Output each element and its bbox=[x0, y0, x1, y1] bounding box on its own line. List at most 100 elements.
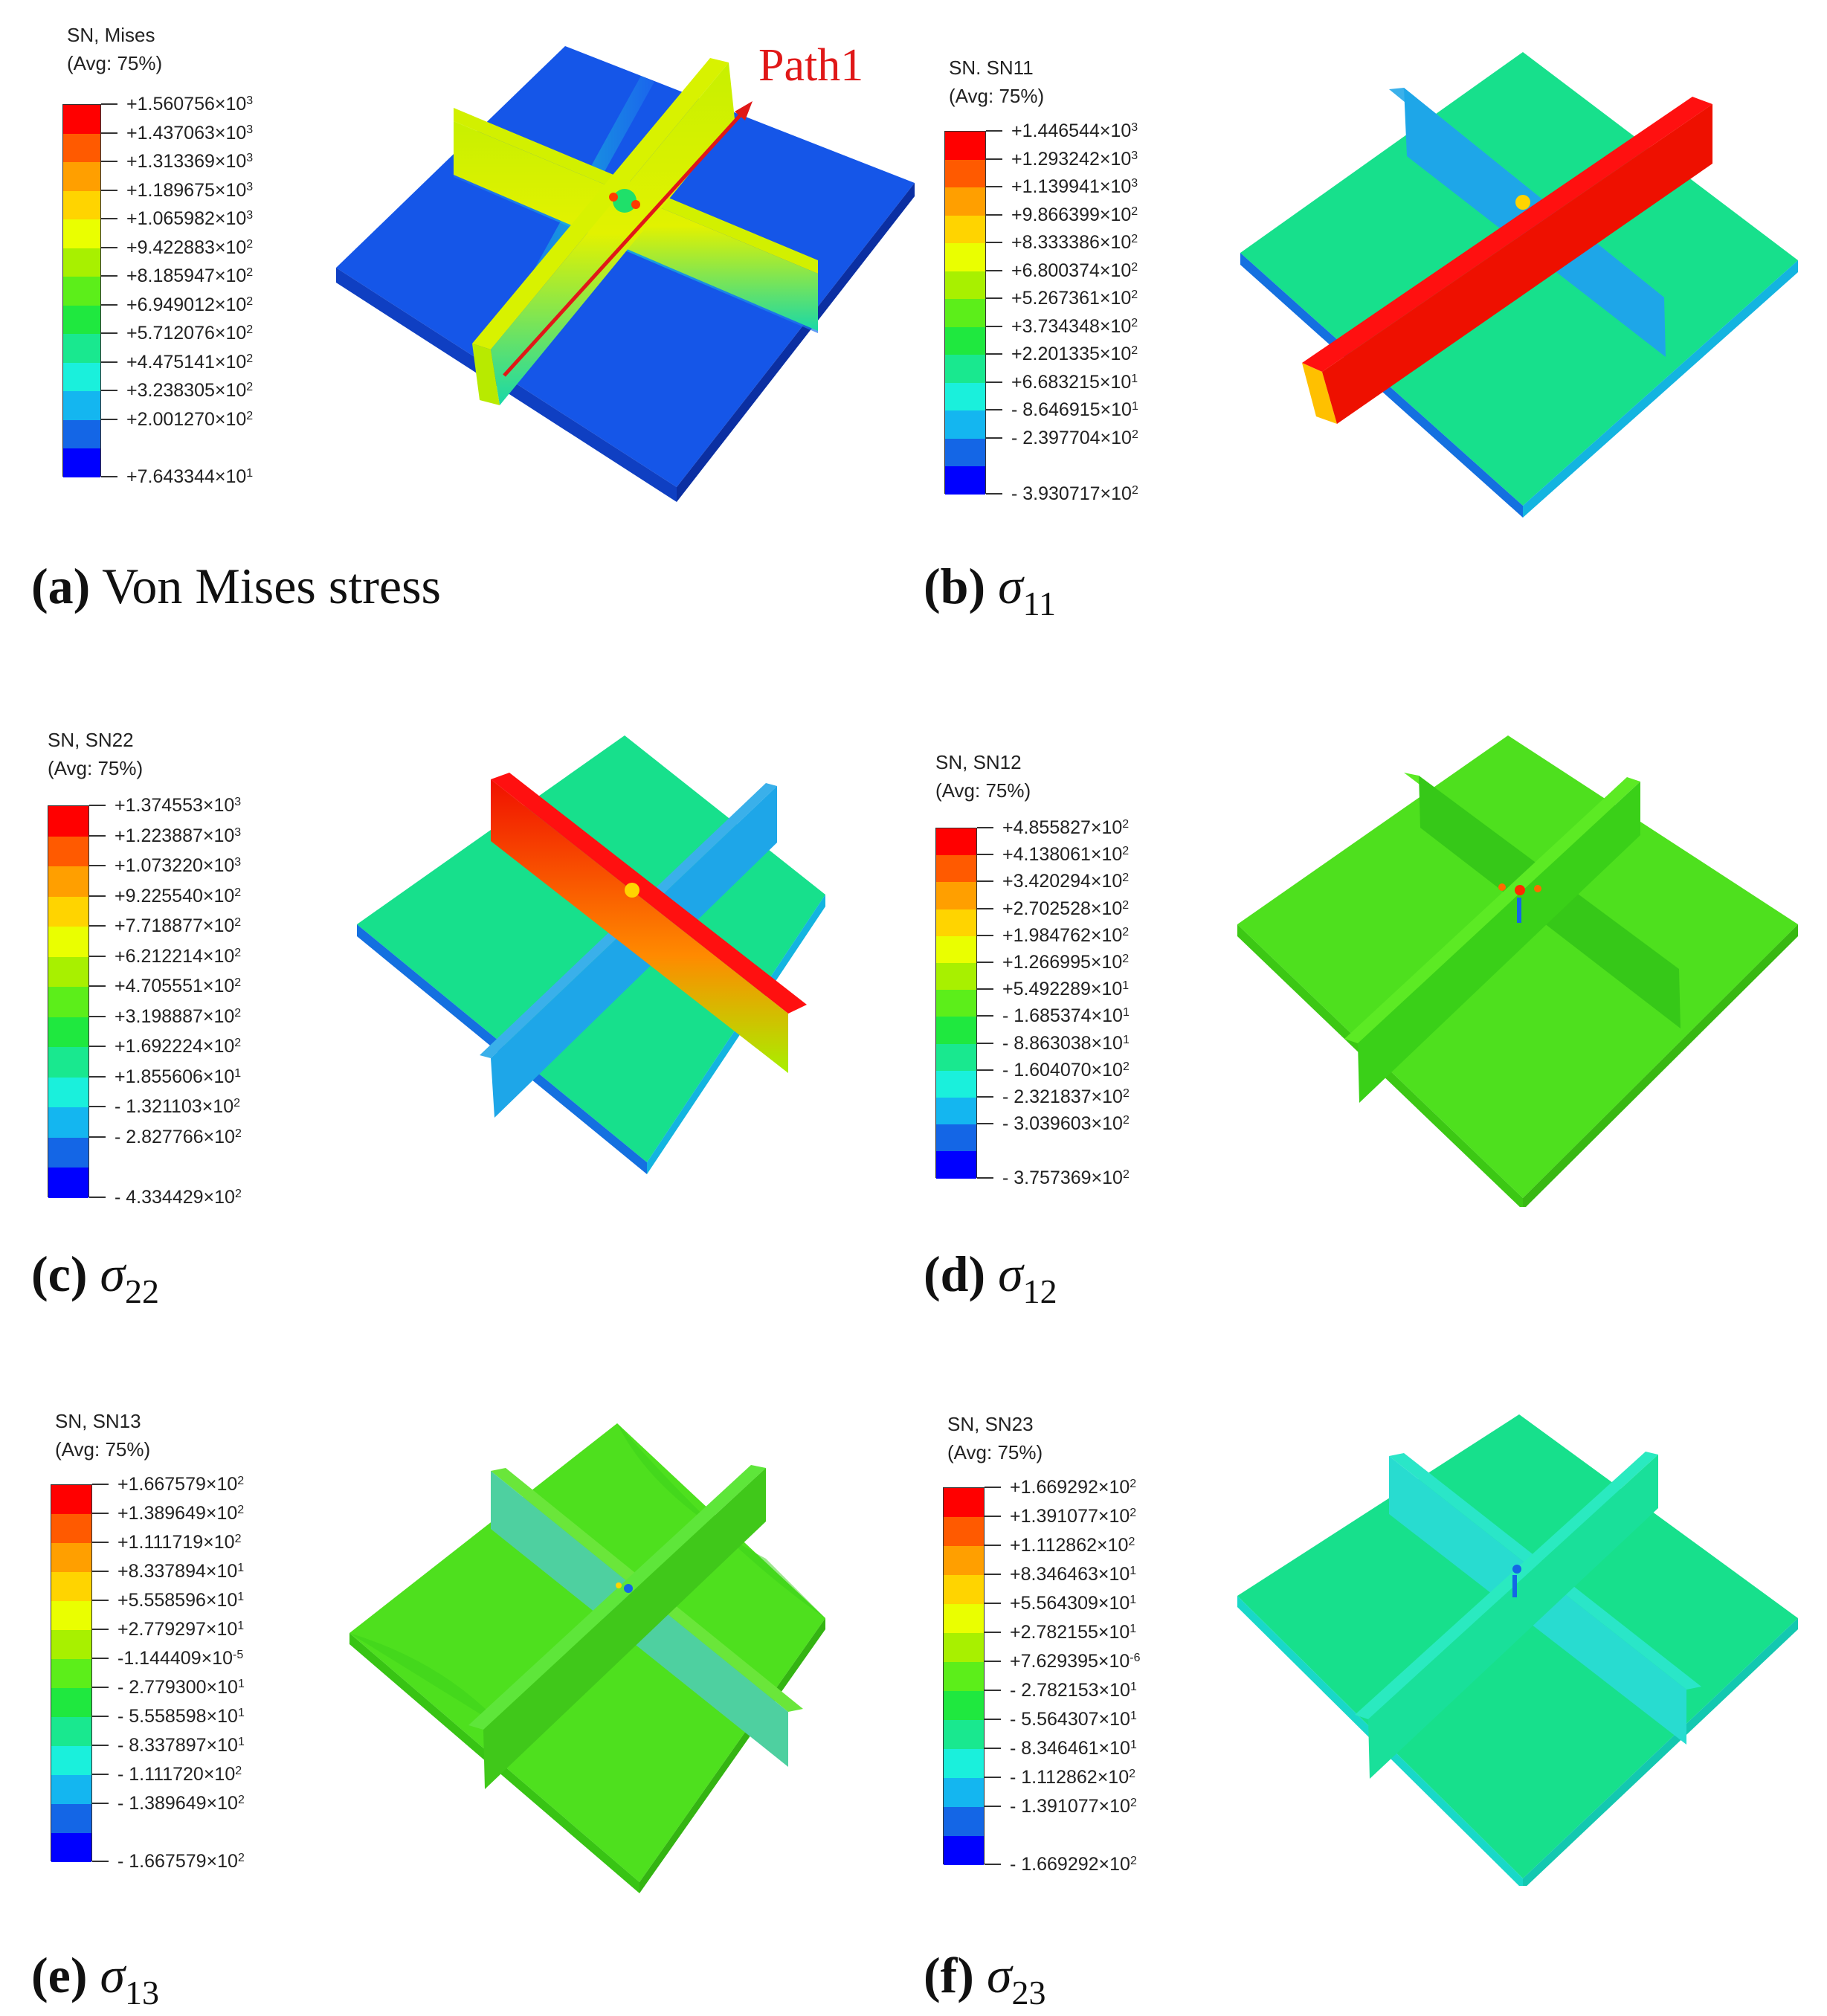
legend-title: SN, SN22 bbox=[48, 729, 134, 751]
legend-swatch bbox=[936, 935, 976, 963]
legend-swatch bbox=[48, 1077, 88, 1107]
legend-tick bbox=[92, 1745, 109, 1746]
legend-tick bbox=[92, 1861, 109, 1862]
rib-2-side bbox=[1358, 782, 1640, 1103]
legend-swatch bbox=[944, 1662, 984, 1691]
legend-value: +1.374553×103 bbox=[115, 795, 242, 816]
caption-f: (f) σ23 bbox=[924, 1947, 1046, 2012]
legend-swatch bbox=[48, 1107, 88, 1138]
legend-color-bar bbox=[51, 1484, 92, 1862]
legend-value: +6.800374×102 bbox=[1011, 260, 1138, 281]
legend-value: +6.683215×101 bbox=[1011, 371, 1138, 393]
legend-tick bbox=[985, 1719, 1001, 1720]
legend-tick bbox=[101, 218, 117, 219]
legend-value: +7.718877×102 bbox=[115, 915, 242, 936]
legend-swatch bbox=[945, 187, 985, 216]
legend-tick bbox=[977, 1069, 993, 1071]
legend-swatch bbox=[51, 1833, 91, 1862]
legend-swatch bbox=[51, 1717, 91, 1746]
legend-value: - 2.827766×102 bbox=[115, 1126, 242, 1147]
legend-tick bbox=[101, 303, 117, 306]
legend-tick bbox=[89, 1106, 106, 1107]
plate-side-right bbox=[639, 1618, 825, 1893]
legend-swatch bbox=[51, 1543, 91, 1572]
legend-tick bbox=[101, 361, 117, 363]
legend-swatch bbox=[944, 1633, 984, 1662]
legend-swatch bbox=[945, 299, 985, 327]
legend-value: +1.984762×102 bbox=[1002, 924, 1130, 946]
legend-value: +5.267361×102 bbox=[1011, 288, 1138, 309]
legend-value: - 1.667579×102 bbox=[117, 1851, 245, 1872]
legend-tick bbox=[985, 1748, 1001, 1749]
legend-value: +1.437063×103 bbox=[126, 122, 254, 144]
legend-swatch bbox=[48, 927, 88, 957]
legend-value: - 2.397704×102 bbox=[1011, 427, 1138, 448]
legend-swatch bbox=[936, 1017, 976, 1044]
rib-2-top bbox=[1355, 1452, 1658, 1719]
legend-swatch bbox=[63, 190, 100, 219]
legend-tick bbox=[89, 985, 106, 987]
legend-color-bar bbox=[935, 828, 977, 1179]
legend-tick bbox=[977, 1123, 993, 1125]
legend-value: +1.313369×103 bbox=[126, 151, 254, 172]
legend-value: - 1.685374×101 bbox=[1002, 1005, 1130, 1027]
legend-swatch bbox=[945, 159, 985, 187]
legend-swatch bbox=[63, 133, 100, 162]
legend-value: +1.293242×103 bbox=[1011, 148, 1138, 170]
legend-swatch bbox=[48, 1047, 88, 1078]
rib-2-top bbox=[1344, 777, 1640, 1043]
plate-side-right bbox=[647, 895, 825, 1174]
legend-value: +5.712076×102 bbox=[126, 323, 254, 344]
legend-value: - 2.782153×101 bbox=[1010, 1680, 1137, 1701]
legend-swatch bbox=[48, 1137, 88, 1168]
legend-c: SN, SN22(Avg: 75%)+1.374553×103+1.223887… bbox=[48, 727, 494, 1292]
legend-swatch bbox=[936, 828, 976, 856]
joint-hotspot bbox=[1515, 885, 1525, 895]
legend-value: +4.475141×102 bbox=[126, 351, 254, 373]
legend-swatch bbox=[48, 1168, 88, 1198]
legend-swatch bbox=[936, 963, 976, 991]
legend-tick bbox=[986, 269, 1002, 271]
rib-red-side bbox=[1302, 363, 1337, 424]
legend-value: +2.201335×102 bbox=[1011, 344, 1138, 364]
legend-swatch bbox=[63, 219, 100, 248]
legend-swatch bbox=[51, 1572, 91, 1601]
legend-value: +3.734348×102 bbox=[1011, 315, 1138, 337]
legend-swatch bbox=[63, 448, 100, 477]
legend-title: SN, Mises bbox=[67, 24, 155, 46]
legend-value: +8.333386×102 bbox=[1011, 232, 1138, 253]
legend-swatch bbox=[945, 410, 985, 439]
legend-tick bbox=[986, 186, 1002, 187]
legend-swatch bbox=[944, 1575, 984, 1604]
caption-a: (a) Von Mises stress bbox=[31, 558, 441, 614]
legend-value: - 1.112862×102 bbox=[1010, 1767, 1136, 1788]
legend-tick bbox=[92, 1658, 109, 1659]
legend-value: +1.855606×101 bbox=[115, 1066, 242, 1087]
legend-value: - 1.389649×102 bbox=[117, 1793, 245, 1814]
legend-tick bbox=[977, 988, 993, 991]
legend-value: - 5.564307×101 bbox=[1010, 1709, 1137, 1730]
legend-value: - 1.391077×102 bbox=[1010, 1796, 1137, 1817]
legend-value: - 1.321103×102 bbox=[115, 1096, 241, 1117]
rib-2-side bbox=[491, 62, 735, 405]
path1-annotation: Path1 bbox=[758, 40, 864, 91]
legend-swatch bbox=[63, 334, 100, 363]
legend-value: +1.189675×103 bbox=[126, 179, 254, 201]
legend-swatch bbox=[51, 1659, 91, 1688]
legend-swatch bbox=[48, 987, 88, 1017]
joint-hotspot bbox=[625, 883, 639, 898]
legend-value: +1.391077×102 bbox=[1010, 1506, 1137, 1527]
legend-swatch bbox=[48, 956, 88, 987]
legend-tick bbox=[89, 1046, 106, 1047]
caption-b: (b) σ11 bbox=[924, 558, 1056, 622]
legend-tick bbox=[101, 390, 117, 391]
legend-tick bbox=[985, 1864, 1001, 1865]
legend-avg: (Avg: 75%) bbox=[55, 1438, 151, 1461]
legend-tick bbox=[986, 242, 1002, 243]
legend-avg: (Avg: 75%) bbox=[48, 757, 144, 779]
legend-swatch bbox=[944, 1517, 984, 1546]
legend-swatch bbox=[944, 1807, 984, 1836]
legend-swatch bbox=[63, 391, 100, 420]
legend-value: +2.702528×102 bbox=[1002, 898, 1130, 919]
legend-tick bbox=[986, 437, 1002, 439]
